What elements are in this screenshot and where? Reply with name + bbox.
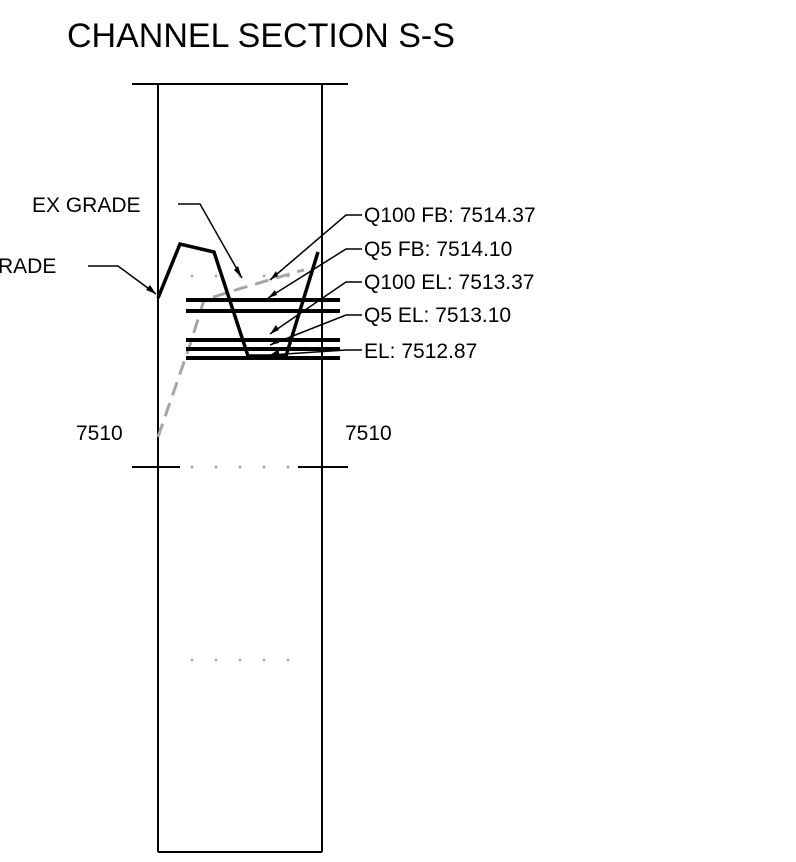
q5-el-label: Q5 EL: 7513.10 [364,304,511,327]
leader-lines [88,203,362,356]
ex-grade-label: EX GRADE [32,194,141,217]
el-label: EL: 7512.87 [364,340,477,363]
elevation-7510-left-label: 7510 [76,422,123,445]
q100-fb-label: Q100 FB: 7514.37 [364,204,536,227]
grade-label-partial: RADE [0,255,56,278]
leader-arrowheads [146,266,279,355]
q5-fb-label: Q5 FB: 7514.10 [364,238,512,261]
elevation-7510-right-label: 7510 [345,422,392,445]
section-title: CHANNEL SECTION S-S [67,17,455,55]
water-level-lines [186,298,340,360]
q100-el-label: Q100 EL: 7513.37 [364,271,534,294]
existing-grade-line [156,268,305,438]
